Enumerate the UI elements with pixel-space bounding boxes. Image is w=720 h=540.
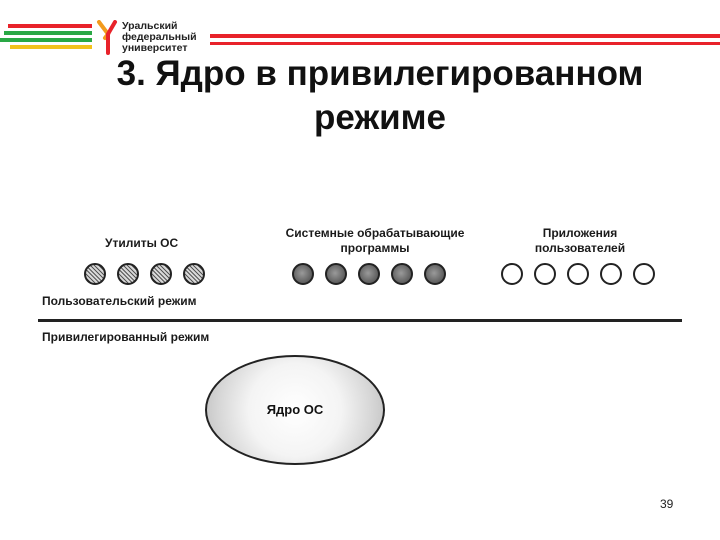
system-program-circle xyxy=(325,263,347,285)
stripe-yellow xyxy=(10,45,92,49)
utility-process-circle xyxy=(84,263,106,285)
stripe-red xyxy=(210,34,720,38)
utilities-label-text: Утилиты ОС xyxy=(105,236,179,250)
mode-divider-line xyxy=(38,319,682,322)
user-app-circle xyxy=(567,263,589,285)
system-program-circle xyxy=(292,263,314,285)
kernel-ellipse xyxy=(205,355,385,465)
utility-process-circle xyxy=(117,263,139,285)
utility-process-circle xyxy=(150,263,172,285)
logo-line: Уральский xyxy=(122,20,178,32)
header-stripes-right xyxy=(210,34,720,48)
user-app-circle xyxy=(534,263,556,285)
user-app-circle xyxy=(633,263,655,285)
logo-text: Уральский федеральный университет xyxy=(122,21,197,54)
system-programs-label-line1: Системные обрабатывающие xyxy=(285,226,465,240)
user-mode-label: Пользовательский режим xyxy=(42,294,197,308)
slide-title-line2: режиме xyxy=(313,98,447,137)
utilities-label: Утилиты ОС xyxy=(105,236,178,251)
stripe-green xyxy=(4,31,92,35)
system-program-circle xyxy=(391,263,413,285)
utility-process-circle xyxy=(183,263,205,285)
university-logo-icon xyxy=(97,20,117,55)
kernel-label: Ядро ОС xyxy=(266,402,324,417)
user-apps-label: Приложения пользователей xyxy=(515,226,645,256)
stripe-red xyxy=(8,24,92,28)
privileged-mode-label: Привилегированный режим xyxy=(42,330,210,344)
logo-line: университет xyxy=(122,42,188,54)
logo-line: федеральный xyxy=(122,31,197,43)
user-app-circle xyxy=(600,263,622,285)
user-app-circle xyxy=(501,263,523,285)
stripe-red xyxy=(210,42,720,45)
university-logo: Уральский федеральный университет xyxy=(96,20,211,60)
system-program-circle xyxy=(424,263,446,285)
header-stripes-left xyxy=(0,24,92,54)
slide-title-line1: 3. Ядро в привилегированном xyxy=(116,54,644,93)
user-apps-label-line2: пользователей xyxy=(534,241,626,255)
stripe-green xyxy=(0,38,92,42)
user-apps-label-line1: Приложения xyxy=(542,226,618,240)
slide-title: 3. Ядро в привилегированном режиме xyxy=(40,52,720,140)
system-program-circle xyxy=(358,263,380,285)
page-number: 39 xyxy=(660,497,674,511)
system-programs-label-line2: программы xyxy=(340,241,410,255)
system-programs-label: Системные обрабатывающие программы xyxy=(270,226,480,256)
